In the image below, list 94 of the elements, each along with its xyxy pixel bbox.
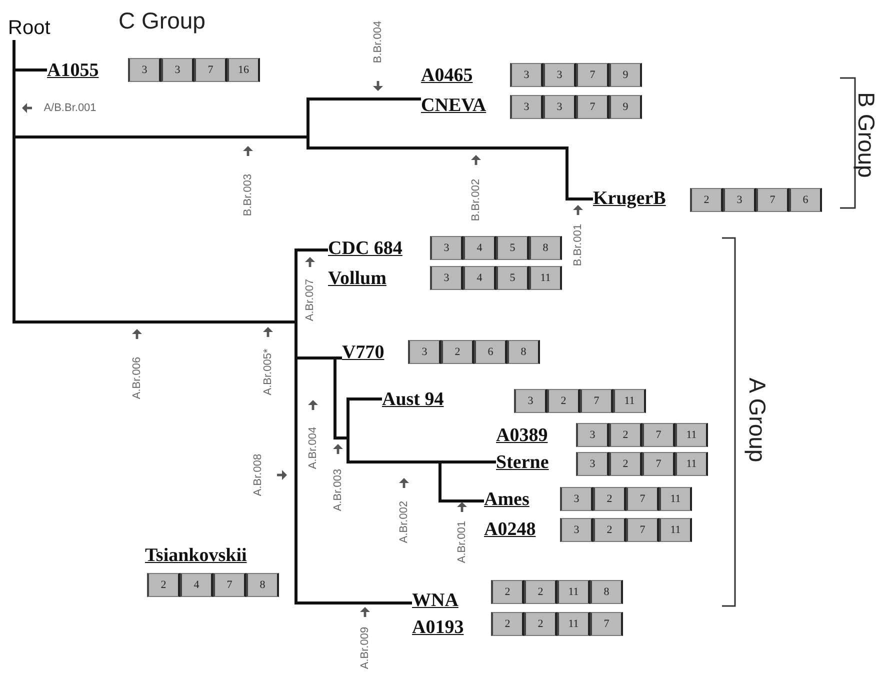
branch-label: A.Br.006 xyxy=(130,356,144,400)
allele-cell: 7 xyxy=(642,423,675,447)
allele-cell: 4 xyxy=(463,236,496,260)
branch-label: B.Br.002 xyxy=(470,178,482,222)
strain-name: A0248 xyxy=(484,519,536,541)
group-label: A Group xyxy=(744,378,770,462)
strain-name: Vollum xyxy=(328,268,386,290)
allele-cell: 7 xyxy=(576,63,609,87)
allele-cell: 2 xyxy=(491,580,524,604)
branch-label: A.Br.009 xyxy=(358,626,372,670)
allele-cell: 11 xyxy=(659,487,692,511)
allele-cell: 8 xyxy=(529,236,562,260)
branch-label: A/B.Br.001 xyxy=(44,102,96,114)
branch-label: B.Br.003 xyxy=(242,174,254,216)
allele-cell: 5 xyxy=(496,266,529,290)
allele-cell: 7 xyxy=(590,612,623,636)
allele-cell: 7 xyxy=(642,452,675,476)
allele-cell: 3 xyxy=(543,95,576,119)
allele-cell: 3 xyxy=(161,58,194,82)
allele-cell: 3 xyxy=(576,423,609,447)
allele-cell: 8 xyxy=(507,340,540,364)
branch-label: A.Br.007 xyxy=(304,278,316,322)
strain-name: V770 xyxy=(342,342,384,364)
strain-name: CNEVA xyxy=(421,95,486,117)
allele-cell: 3 xyxy=(510,95,543,119)
branch-label: B.Br.001 xyxy=(572,224,584,266)
allele-cell: 2 xyxy=(524,580,557,604)
allele-cell: 7 xyxy=(626,487,659,511)
allele-cell: 6 xyxy=(474,340,507,364)
strain-name: A0193 xyxy=(412,617,464,639)
allele-cell: 3 xyxy=(128,58,161,82)
strain-name: Sterne xyxy=(496,452,549,474)
allele-cell: 4 xyxy=(180,573,213,597)
allele-cell: 9 xyxy=(609,63,642,87)
allele-cell: 3 xyxy=(430,266,463,290)
allele-cell: 9 xyxy=(609,95,642,119)
allele-cell: 2 xyxy=(147,573,180,597)
allele-cell: 8 xyxy=(246,573,279,597)
allele-cell: 3 xyxy=(576,452,609,476)
allele-cell: 3 xyxy=(408,340,441,364)
allele-cell: 2 xyxy=(441,340,474,364)
allele-cell: 2 xyxy=(593,487,626,511)
branch-label: A.Br.005* xyxy=(262,348,274,396)
strain-name: A1055 xyxy=(47,60,99,82)
allele-cell: 5 xyxy=(496,236,529,260)
allele-cell: 3 xyxy=(543,63,576,87)
allele-cell: 2 xyxy=(547,389,580,413)
allele-cell: 11 xyxy=(675,423,708,447)
root-label: Root xyxy=(8,17,50,40)
allele-cell: 8 xyxy=(590,580,623,604)
allele-cell: 2 xyxy=(609,452,642,476)
allele-cell: 7 xyxy=(194,58,227,82)
allele-cell: 2 xyxy=(491,612,524,636)
allele-cell: 2 xyxy=(690,188,723,212)
strain-name: WNA xyxy=(412,590,458,612)
branch-label: A.Br.004 xyxy=(306,426,320,470)
allele-cell: 7 xyxy=(626,518,659,542)
strain-name: CDC 684 xyxy=(328,238,402,260)
branch-label: A.Br.001 xyxy=(456,520,468,564)
strain-name: A0389 xyxy=(496,425,548,447)
branch-label: A.Br.003 xyxy=(332,468,344,512)
allele-cell: 3 xyxy=(430,236,463,260)
allele-cell: 3 xyxy=(723,188,756,212)
allele-cell: 2 xyxy=(524,612,557,636)
allele-cell: 7 xyxy=(580,389,613,413)
allele-cell: 3 xyxy=(560,487,593,511)
allele-cell: 7 xyxy=(576,95,609,119)
allele-cell: 11 xyxy=(675,452,708,476)
strain-name: Aust 94 xyxy=(382,389,444,411)
strain-name: Tsiankovskii xyxy=(145,545,247,567)
branch-label: A.Br.002 xyxy=(398,500,410,544)
allele-cell: 7 xyxy=(213,573,246,597)
allele-cell: 3 xyxy=(514,389,547,413)
branch-label: A.Br.008 xyxy=(252,454,264,496)
group-label: C Group xyxy=(118,8,206,34)
allele-cell: 11 xyxy=(557,580,590,604)
allele-cell: 11 xyxy=(613,389,646,413)
allele-cell: 6 xyxy=(789,188,822,212)
tree-branch xyxy=(12,40,412,604)
strain-name: KrugerB xyxy=(593,188,666,210)
allele-cell: 11 xyxy=(557,612,590,636)
allele-cell: 7 xyxy=(756,188,789,212)
allele-cell: 3 xyxy=(510,63,543,87)
group-label: B Group xyxy=(853,92,879,178)
allele-cell: 2 xyxy=(593,518,626,542)
allele-cell: 16 xyxy=(227,58,260,82)
allele-cell: 4 xyxy=(463,266,496,290)
allele-cell: 11 xyxy=(529,266,562,290)
branch-label: B.Br.004 xyxy=(372,20,384,64)
allele-cell: 11 xyxy=(659,518,692,542)
allele-cell: 2 xyxy=(609,423,642,447)
strain-name: Ames xyxy=(484,489,530,511)
strain-name: A0465 xyxy=(421,65,473,87)
allele-cell: 3 xyxy=(560,518,593,542)
